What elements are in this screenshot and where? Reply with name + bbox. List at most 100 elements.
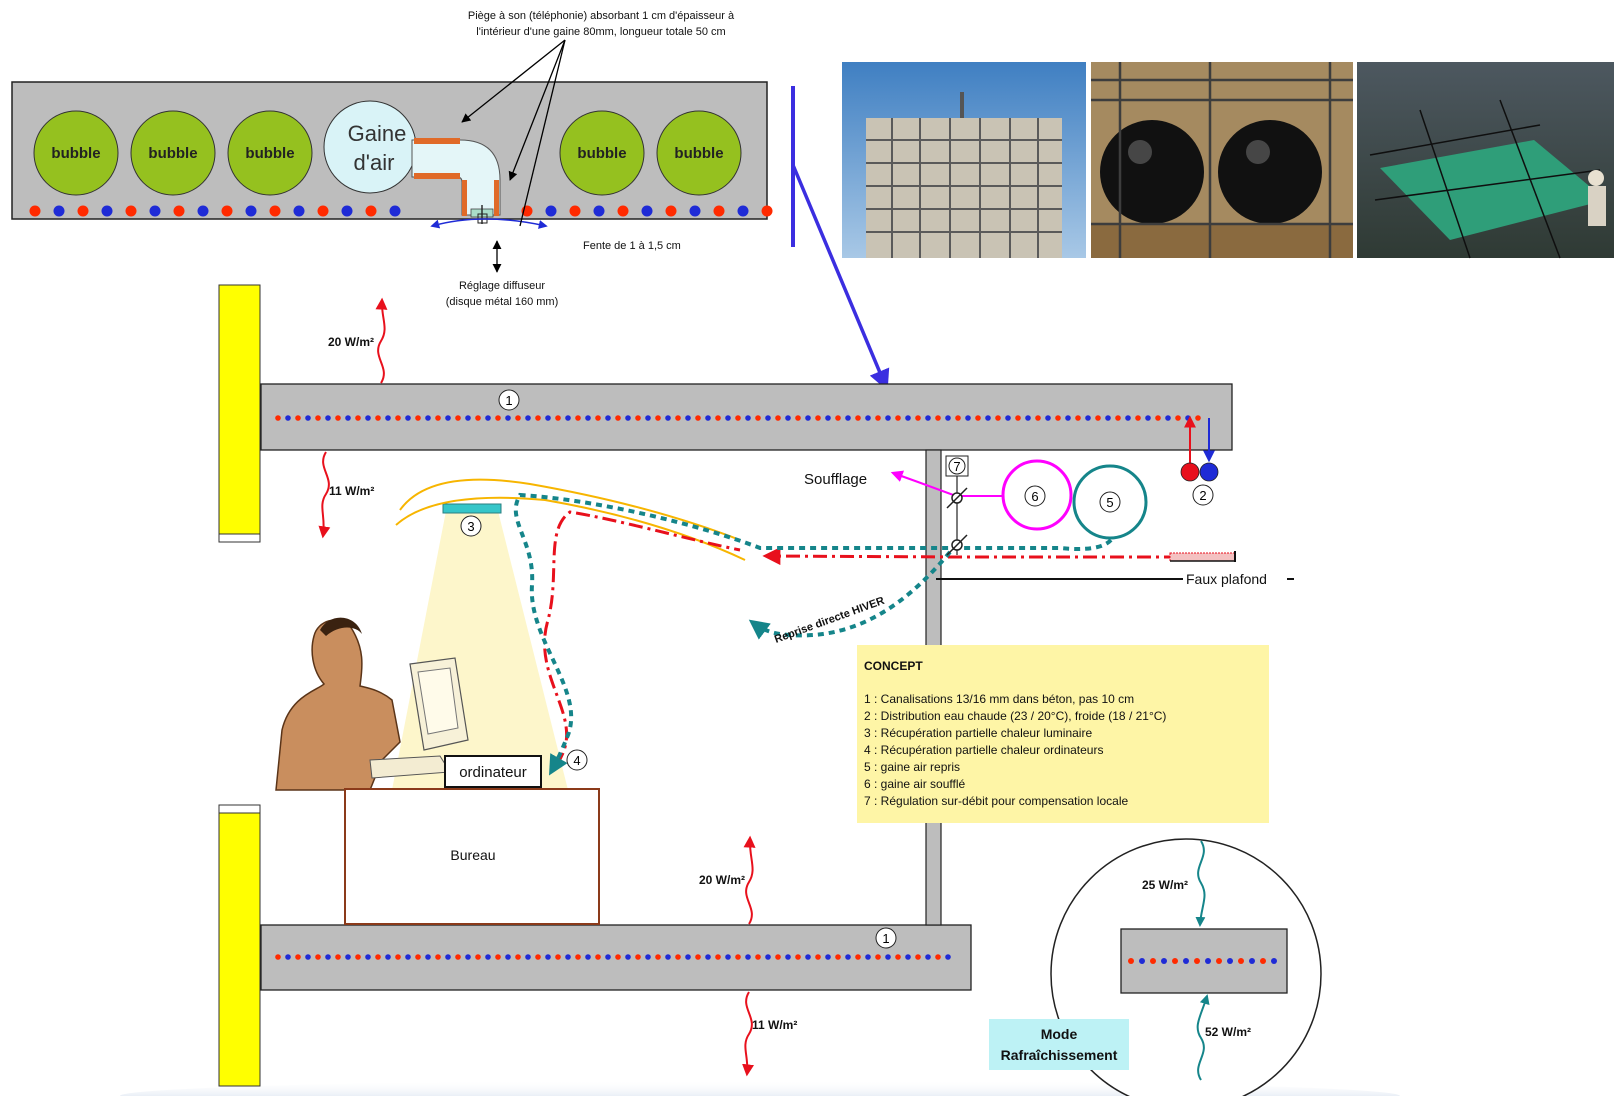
pipe-dot (695, 954, 701, 960)
pipe-dot (1015, 415, 1021, 421)
pipe-dot (345, 415, 351, 421)
bubble-row: bubble bubble bubble bubble bubble (33, 110, 742, 196)
pipe-dot (385, 415, 391, 421)
duct-elbow (411, 138, 501, 224)
pipe-dot (965, 415, 971, 421)
pipe-dot (885, 415, 891, 421)
pipe-dot (395, 954, 401, 960)
pipe-dot (495, 415, 501, 421)
pipe-dot (555, 954, 561, 960)
pipe-dot (595, 415, 601, 421)
pipe-dot (545, 954, 551, 960)
upper-slab-pipes (275, 415, 1201, 421)
pipe-dot (465, 954, 471, 960)
cooling-mode-inset: 25 W/m² 52 W/m² Mode Rafraîchissement (989, 838, 1322, 1096)
pipe-dot (1216, 958, 1222, 964)
supply-air-arrow (890, 470, 1003, 497)
pipe-dot (197, 205, 209, 217)
person-at-computer (275, 617, 469, 791)
bubble: bubble (33, 110, 119, 196)
pipe-dot (275, 954, 281, 960)
pipe-dot (455, 954, 461, 960)
pipe-dot (655, 954, 661, 960)
pipe-dot (715, 415, 721, 421)
pipe-dot (575, 415, 581, 421)
pipe-dot (405, 954, 411, 960)
pipe-dot (1155, 415, 1161, 421)
faux-plafond-label: Faux plafond (1186, 571, 1267, 587)
heat-arrow-down-upper (318, 451, 331, 539)
pipe-dot (705, 954, 711, 960)
pipe-dot (835, 954, 841, 960)
pipe-dot (945, 954, 951, 960)
pipe-dot (915, 415, 921, 421)
pipe-dot (1260, 958, 1266, 964)
pipe-dot (515, 415, 521, 421)
pipe-dot (425, 415, 431, 421)
pipe-dot (1238, 958, 1244, 964)
pipe-dot (435, 954, 441, 960)
pipe-dot (615, 415, 621, 421)
pipe-dot (425, 954, 431, 960)
bubble: bubble (130, 110, 216, 196)
mode-label-2: Rafraîchissement (1001, 1047, 1118, 1063)
pipe-dot (495, 954, 501, 960)
pipe-dot (905, 415, 911, 421)
pipe-dot (885, 954, 891, 960)
diffuser-note-1: Réglage diffuseur (459, 280, 545, 292)
bubble-label: bubble (148, 145, 197, 162)
pipe-dot (355, 954, 361, 960)
pipe-dot (53, 205, 65, 217)
concept-item-2: 2 : Distribution eau chaude (23 / 20°C),… (864, 709, 1166, 723)
pipe-dot (1205, 958, 1211, 964)
pipe-dot (695, 415, 701, 421)
pipe-dot (755, 954, 761, 960)
pipe-dot (715, 954, 721, 960)
building-construction-photo (842, 62, 1086, 258)
pipe-dot (375, 954, 381, 960)
pipe-dot (805, 954, 811, 960)
desk (344, 788, 600, 925)
pipe-dot (665, 954, 671, 960)
pipe-dot (1135, 415, 1141, 421)
bureau-label: Bureau (450, 847, 495, 863)
pipe-dot (1105, 415, 1111, 421)
light-cone (392, 511, 568, 790)
pipe-dot (275, 415, 281, 421)
pipe-dot (1125, 415, 1131, 421)
pipe-dot (685, 954, 691, 960)
bubble-label: bubble (245, 145, 294, 162)
trap-note-1: Piège à son (téléphonie) absorbant 1 cm … (468, 10, 735, 22)
trap-note-2: l'intérieur d'une gaine 80mm, longueur t… (476, 26, 725, 38)
photo-strip (842, 62, 1614, 259)
pipe-dot (445, 954, 451, 960)
pipe-dot (325, 415, 331, 421)
pipe-dot (445, 415, 451, 421)
pipe-dot (285, 954, 291, 960)
pipe-dot (1025, 415, 1031, 421)
pipe-dot (1172, 958, 1178, 964)
pipe-dot (761, 205, 773, 217)
pipe-dot (455, 415, 461, 421)
pipe-dot (815, 954, 821, 960)
pipe-dot (375, 415, 381, 421)
pipe-dot (593, 205, 605, 217)
pipe-dot (605, 415, 611, 421)
heat-arrow-down-lower (742, 991, 755, 1077)
emission-lower-down: 11 W/m² (752, 1018, 797, 1032)
pipe-dot (285, 415, 291, 421)
bubble: bubble (656, 110, 742, 196)
supply-air-flow-1 (399, 478, 741, 541)
pipe-dot (625, 954, 631, 960)
bubble: bubble (227, 110, 313, 196)
bubble-label: bubble (577, 145, 626, 162)
pipe-dot (915, 954, 921, 960)
pipe-dot (685, 415, 691, 421)
pipe-dot (173, 205, 185, 217)
pipe-dot (805, 415, 811, 421)
pipe-dot (895, 954, 901, 960)
pipe-dot (269, 205, 281, 217)
pipe-dot (395, 415, 401, 421)
pipe-dot (895, 415, 901, 421)
